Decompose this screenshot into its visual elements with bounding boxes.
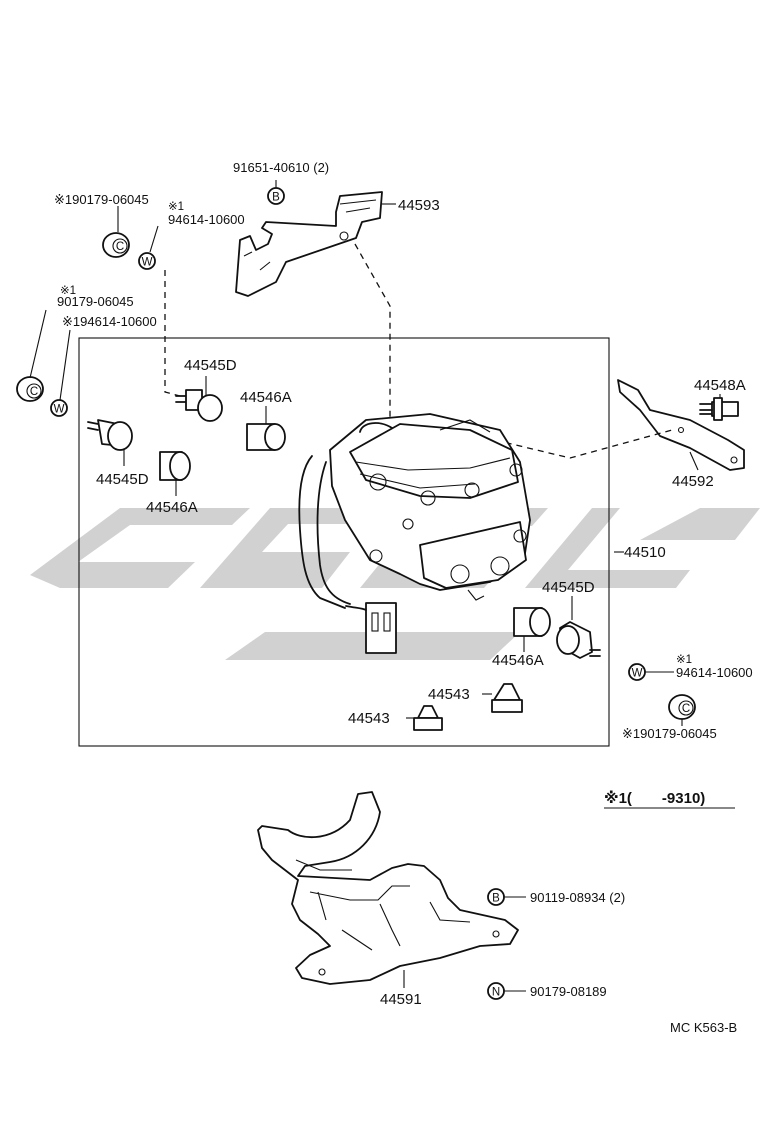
c-symbol-letter-top: C	[116, 241, 124, 253]
label-194614-left: ※194614-10600	[62, 314, 157, 329]
label-44545D-b: 44545D	[96, 471, 149, 488]
w-symbol-letter-right: W	[632, 668, 643, 680]
c-symbol-letter-right: C	[682, 703, 690, 715]
label-44546A-c: 44546A	[492, 652, 544, 669]
label-90179-bottom: 90179-08189	[530, 984, 607, 999]
w-symbol-letter-top: W	[142, 257, 153, 269]
bracket-44592	[617, 379, 745, 471]
cushion-44546A-c	[513, 607, 551, 637]
b-symbol-letter-top: B	[272, 192, 280, 204]
label-star1-left: ※1	[60, 285, 76, 297]
b-symbol-letter-bottom: B	[492, 893, 500, 905]
bracket-44591	[257, 791, 519, 985]
label-44546A-a: 44546A	[240, 389, 292, 406]
leader-lines	[29, 180, 735, 992]
label-star1-top: ※1	[168, 201, 184, 213]
label-90179-left: 90179-06045	[57, 294, 134, 309]
label-44545D-c: 44545D	[542, 579, 595, 596]
dashed-leaders	[164, 243, 673, 459]
label-94614-right: 94614-10600	[676, 665, 753, 680]
label-star1-right: ※1	[676, 654, 692, 666]
abs-actuator-44510	[298, 413, 531, 654]
label-90119: 90119-08934 (2)	[530, 890, 625, 905]
nut-c-left	[16, 376, 44, 402]
washer-w-symbol-left	[50, 399, 68, 417]
label-44543-b: 44543	[348, 710, 390, 727]
label-44593: 44593	[398, 197, 440, 214]
part-labels: 91651-40610 (2) 44593 ※190179-06045 ※1 9…	[54, 160, 753, 1035]
grommet-44543-a	[491, 683, 523, 713]
symbol-letters: B W W W C C C B N	[30, 192, 690, 999]
n-symbol-letter-bottom: N	[492, 987, 500, 999]
cushion-44545D-b	[87, 419, 133, 451]
label-diagram-code: MC K563-B	[670, 1020, 737, 1035]
cushion-44545D-a	[175, 389, 223, 422]
nut-c-top	[102, 232, 130, 258]
nut-c-right	[668, 694, 696, 720]
label-note-9310: ※1( -9310)	[604, 789, 705, 807]
label-190179-right: ※190179-06045	[622, 726, 717, 741]
w-symbol-letter-left: W	[54, 404, 65, 416]
cushion-44546A-b	[159, 451, 191, 481]
assembly-frame	[78, 337, 610, 747]
label-44545D-a: 44545D	[184, 357, 237, 374]
cushion-44545D-c	[556, 621, 601, 659]
bracket-44593	[235, 191, 383, 297]
label-190179-top: ※190179-06045	[54, 192, 149, 207]
label-44543-a: 44543	[428, 686, 470, 703]
label-44548A: 44548A	[694, 377, 746, 394]
label-44592: 44592	[672, 473, 714, 490]
label-94614-top: 94614-10600	[168, 212, 245, 227]
label-44510: 44510	[624, 544, 666, 561]
label-44546A-b: 44546A	[146, 499, 198, 516]
grommet-44543-b	[413, 705, 443, 731]
label-91651: 91651-40610 (2)	[233, 160, 329, 175]
bolt-44548A	[699, 397, 739, 421]
cushion-44546A-a	[246, 423, 286, 451]
c-symbol-letter-left: C	[30, 386, 38, 398]
label-44591: 44591	[380, 991, 422, 1008]
washer-w-symbol-top	[138, 252, 156, 270]
